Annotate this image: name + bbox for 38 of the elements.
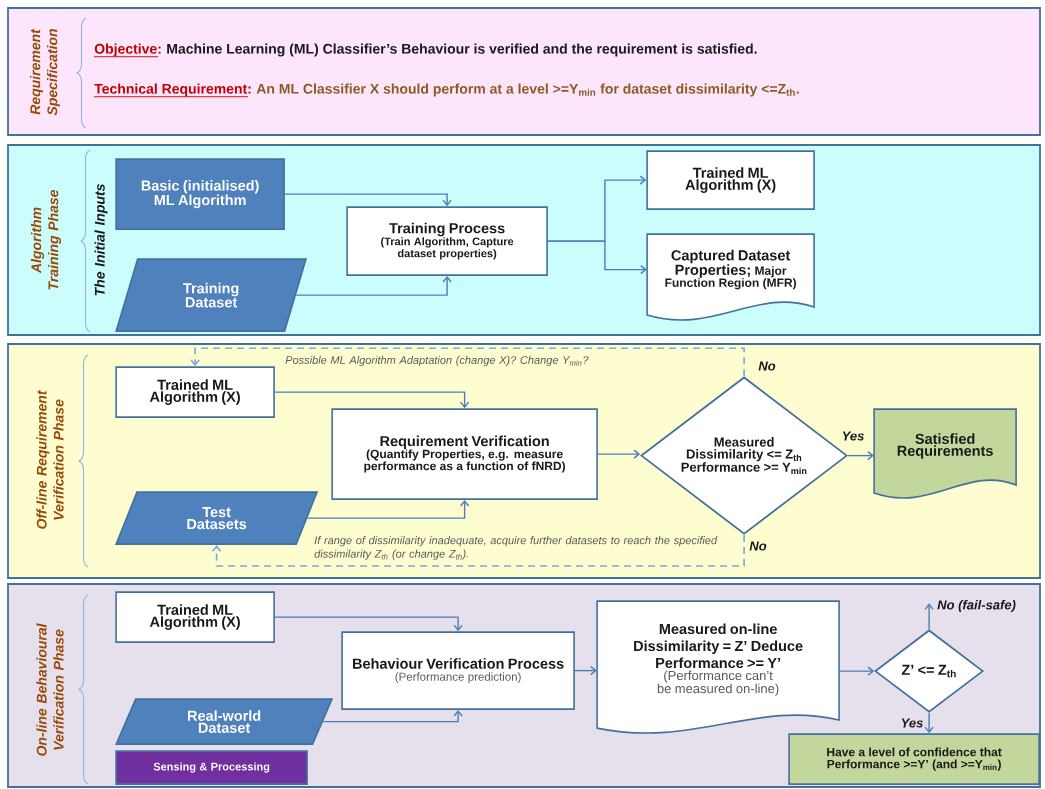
phase-label: On-line Behavioural Verification Phase — [36, 623, 64, 756]
edge-label: Yes — [899, 717, 925, 729]
heading-text: Technical Requirement: — [93, 83, 251, 98]
process-box: Trained ML Algorithm (X) — [646, 150, 815, 210]
process-box: Trained ML Algorithm (X) — [115, 591, 275, 643]
requirement-text: An ML Classifier X should perform at a level >=Y$_{min}$ for dataset dissimilarity <=Z$_{th}$. — [256, 83, 799, 97]
process-box: Basic (initialised) ML Algorithm — [115, 158, 285, 230]
arrow — [274, 391, 470, 409]
process-box: Trained ML Algorithm (X) — [115, 366, 275, 418]
arrow — [284, 193, 452, 207]
arrow — [924, 603, 934, 630]
arrow — [924, 712, 934, 734]
result-box: Have a level of confidence that Performance >=Y’ (and >=Y$_{min}$) — [788, 733, 1040, 785]
phase-label: Off-line Requirement Verification Phase — [36, 390, 64, 529]
data-parallelogram: Real-world Dataset — [115, 698, 334, 745]
arrow — [847, 450, 874, 461]
dashed-arrow — [211, 534, 745, 567]
process-box: Behaviour Verification Process (Performance prediction) — [341, 631, 575, 710]
arrow — [547, 240, 647, 275]
process-box: Sensing & Processing — [115, 750, 308, 785]
note-text: Possible ML Algorithm Adaptation (change X)? Change Y$_{min}$? — [285, 355, 589, 367]
process-box: Training Process (Train Algorithm, Capture dataset properties) — [346, 206, 548, 276]
phase-label: Algorithm Training Phase — [31, 189, 62, 290]
process-box: Requirement Verification (Quantify Properties, e.g. measure performance as a function of fNRD) — [331, 408, 598, 500]
requirement-text: Machine Learning (ML) Classifier’s Behaviour is verified and the requirement is satisfied. — [167, 43, 757, 57]
edge-label: No — [748, 540, 768, 552]
arrow — [838, 666, 875, 676]
edge-label: No — [757, 360, 777, 372]
arrow — [322, 709, 463, 723]
arrow — [306, 499, 470, 519]
dashed-arrow — [190, 347, 745, 377]
heading-text: Objective: — [93, 43, 161, 58]
arrow — [574, 665, 597, 676]
arrow — [274, 616, 463, 632]
phase-label: The Initial Inputs — [94, 184, 108, 296]
phase-label: Requirement Specification — [30, 28, 61, 116]
arrow — [597, 449, 641, 459]
arrow — [295, 275, 452, 296]
